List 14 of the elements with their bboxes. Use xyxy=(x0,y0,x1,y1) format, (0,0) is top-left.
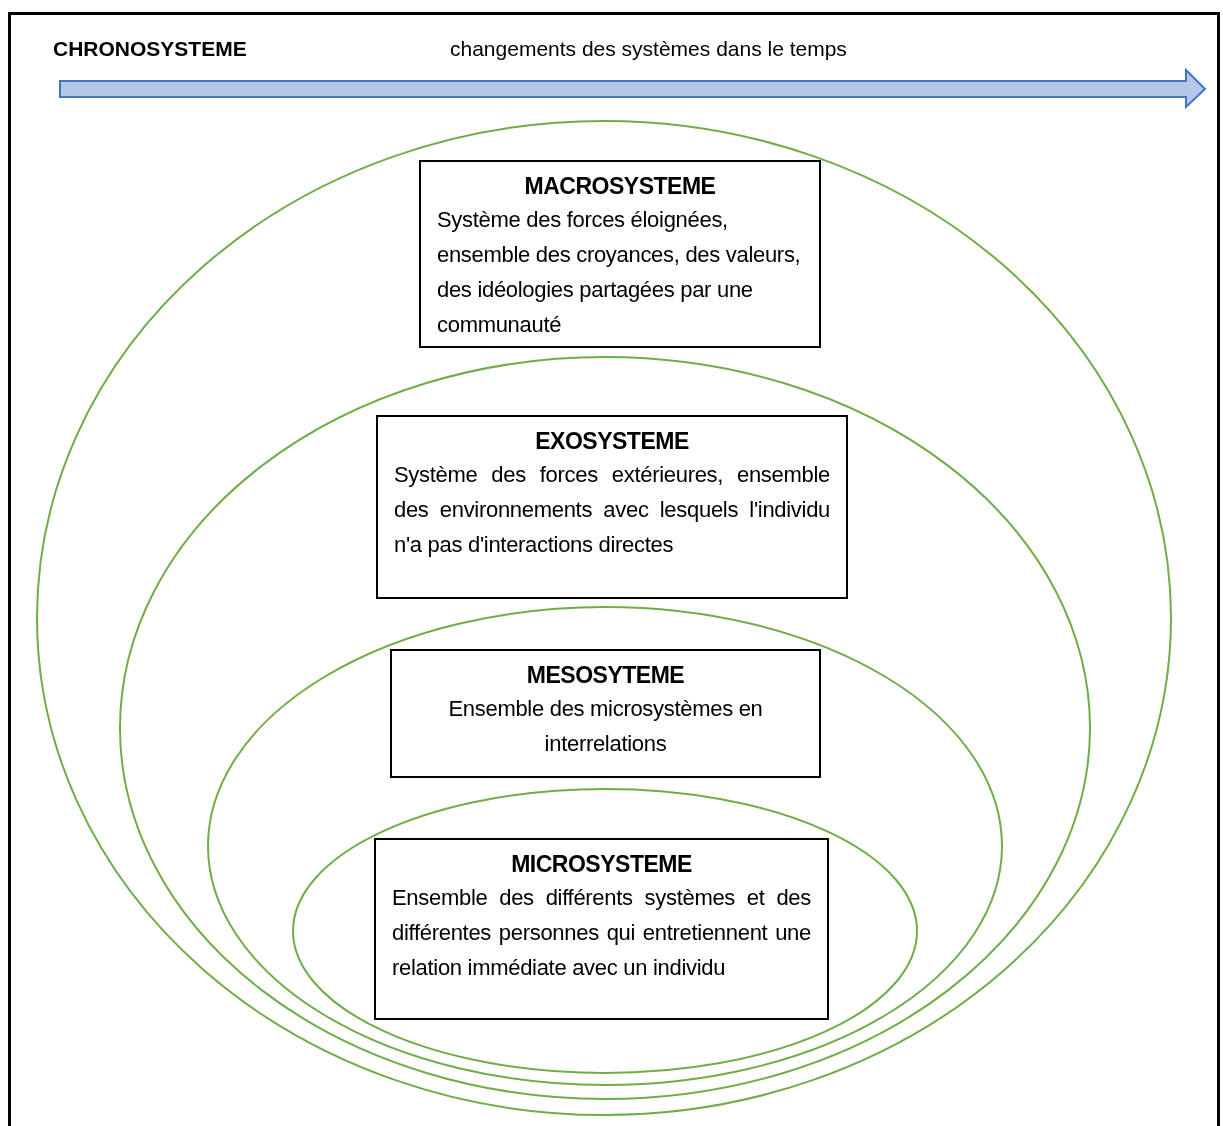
system-box xyxy=(374,838,829,1020)
system-box xyxy=(376,415,848,599)
system-heading: MESOSYTEME xyxy=(525,661,686,690)
system-heading: MICROSYSTEME xyxy=(510,850,693,879)
chronosystem-description: changements des systèmes dans le temps xyxy=(450,36,847,62)
system-heading: MACROSYSTEME xyxy=(523,172,717,201)
chronosystem-title: CHRONOSYSTEME xyxy=(53,36,247,62)
system-box xyxy=(419,160,821,348)
system-description: Ensemble des microsystèmes en interrelations xyxy=(447,695,764,758)
system-box xyxy=(390,649,821,778)
system-description: Ensemble des différents systèmes et des différentes personnes qui entretiennent une relation immédiate avec un individu xyxy=(392,884,811,982)
system-description: Système des forces extérieures, ensemble des environnements avec lesquels l'individu n'a pas d'interactions directes xyxy=(394,461,830,559)
system-description: Système des forces éloignées, ensemble des croyances, des valeurs, des idéologies partagées par une communauté xyxy=(437,206,802,339)
system-heading: EXOSYSTEME xyxy=(534,427,690,456)
